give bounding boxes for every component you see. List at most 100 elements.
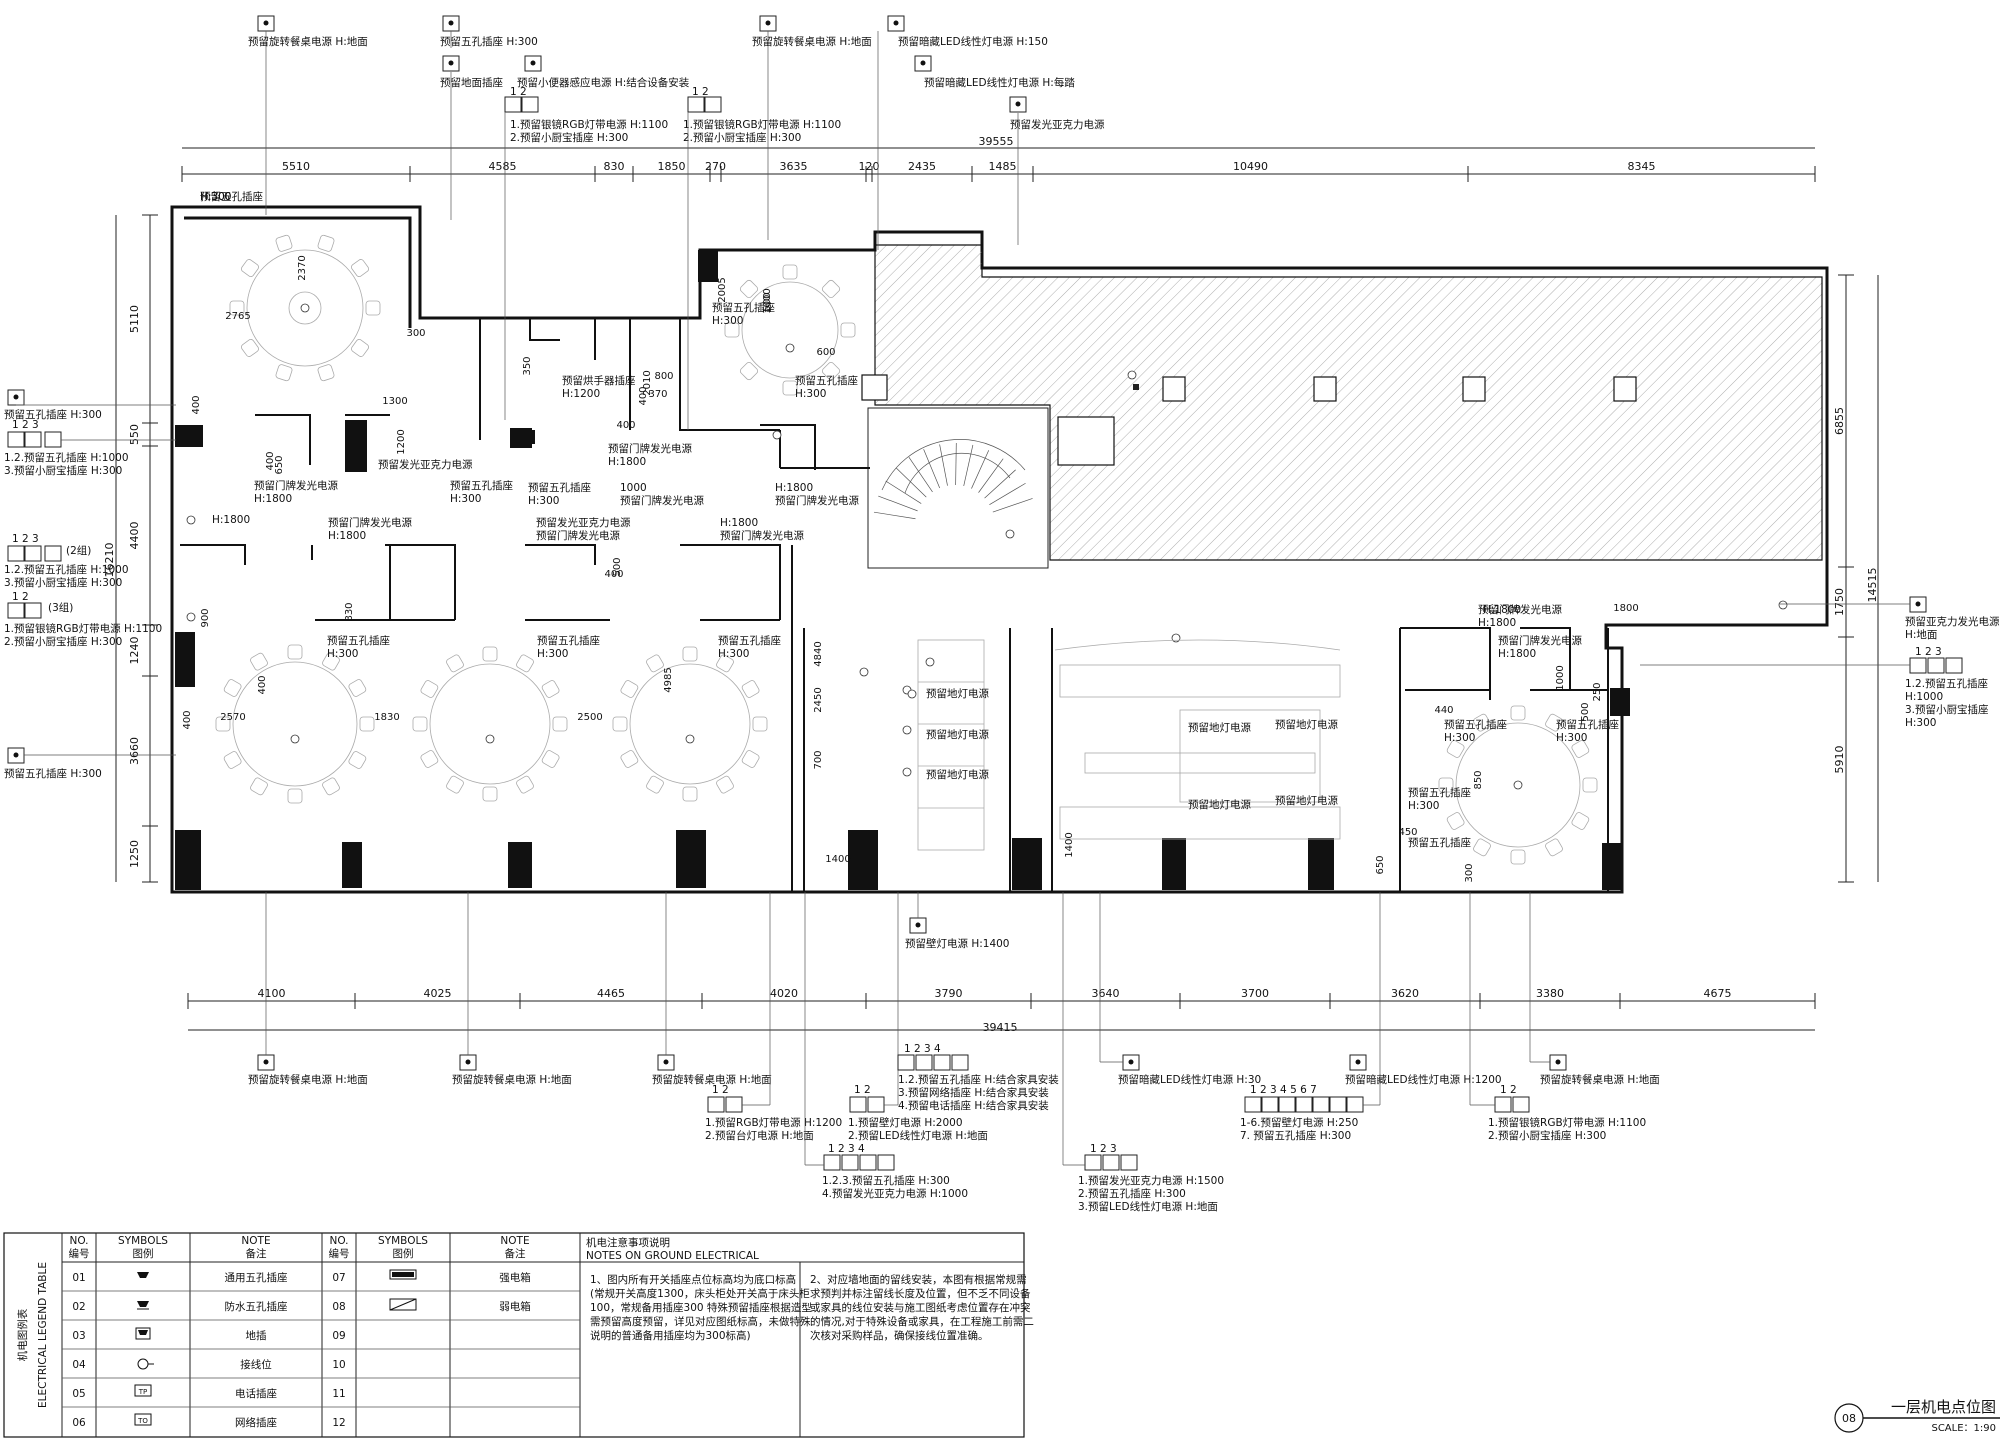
chair <box>741 680 760 698</box>
svg-text:05: 05 <box>72 1388 85 1400</box>
chair <box>250 777 268 796</box>
interior-dim: 450 <box>1398 827 1417 838</box>
svg-text:07: 07 <box>332 1272 345 1284</box>
legend-row: 11 <box>332 1388 345 1400</box>
drawing-title: 一层机电点位图 <box>1891 1398 1996 1416</box>
chair <box>741 750 760 768</box>
chair <box>682 786 698 802</box>
room-label: H:300 <box>528 495 559 507</box>
svg-text:预留暗藏LED线性灯电源 H:150: 预留暗藏LED线性灯电源 H:150 <box>898 35 1048 48</box>
chair <box>739 279 759 299</box>
room-label: 预留门牌发光电源 <box>328 516 412 529</box>
svg-text:1 2 3 4: 1 2 3 4 <box>904 1043 941 1055</box>
chair <box>287 788 303 804</box>
interior-dim: 400 <box>616 420 635 431</box>
interior-dim: 900 <box>200 608 211 627</box>
chair <box>446 775 464 794</box>
svg-text:3.预留LED线性灯电源 H:地面: 3.预留LED线性灯电源 H:地面 <box>1078 1200 1218 1213</box>
chair <box>1446 812 1465 830</box>
junction-marker <box>290 734 300 744</box>
svg-text:1 2: 1 2 <box>12 591 29 603</box>
chair <box>646 775 664 794</box>
svg-text:1.预留壁灯电源 H:2000: 1.预留壁灯电源 H:2000 <box>848 1116 963 1129</box>
interior-dim: 370 <box>648 389 667 400</box>
chair <box>646 654 664 673</box>
room-label: H:300 <box>1408 800 1439 812</box>
room-label: H:300 <box>200 191 231 203</box>
interior-dim: 400 <box>257 675 268 694</box>
chair <box>541 750 560 768</box>
interior-dim: 4985 <box>663 667 674 692</box>
room-labels: 预留五孔插座H:300预留烘手器插座H:1200预留发光亚克力电源预留门牌发光电… <box>200 190 1619 849</box>
chair <box>840 322 856 338</box>
svg-text:(2组): (2组) <box>66 544 91 557</box>
room-label: H:1800 <box>1478 617 1516 629</box>
room-label: H:300 <box>327 648 358 660</box>
svg-text:预留旋转餐桌电源 H:地面: 预留旋转餐桌电源 H:地面 <box>752 35 872 48</box>
junction-marker <box>1005 529 1015 539</box>
top-dim-label: 8345 <box>1628 160 1656 173</box>
chair <box>420 680 439 698</box>
weak-box-icon <box>389 1298 417 1311</box>
interior-dim: 4840 <box>813 641 824 666</box>
interior-dim: 300 <box>1464 863 1475 882</box>
svg-text:1.2.预留五孔插座 H:1000: 1.2.预留五孔插座 H:1000 <box>4 563 129 576</box>
left-dim-label: 3660 <box>128 737 141 765</box>
top-callouts: 预留旋转餐桌电源 H:地面 预留五孔插座 H:300 预留地面插座 预留小便器感… <box>248 15 1105 430</box>
sheet-number: 08 <box>1842 1412 1856 1425</box>
callout-top-4: 预留小便器感应电源 H:结合设备安装 <box>517 55 690 89</box>
room-label: 预留地灯电源 <box>1275 794 1338 807</box>
svg-text:04: 04 <box>72 1359 86 1371</box>
interior-dim: 500 <box>1580 702 1591 721</box>
interior-dim: 500 <box>612 557 623 576</box>
top-dim-label: 1850 <box>658 160 686 173</box>
svg-text:预留旋转餐桌电源 H:地面: 预留旋转餐桌电源 H:地面 <box>248 1073 368 1086</box>
room-label: 预留地灯电源 <box>1275 718 1338 731</box>
chair <box>782 264 798 280</box>
chair <box>482 646 498 662</box>
junction-marker <box>1127 370 1137 380</box>
chair <box>1582 777 1598 793</box>
left-total-dim: 16210 <box>103 543 116 578</box>
room-label: H:300 <box>712 315 743 327</box>
interior-dim: 1000 <box>762 288 773 313</box>
chair <box>412 716 428 732</box>
bottom-dim-label: 3380 <box>1536 987 1564 1000</box>
chair <box>215 716 231 732</box>
room-label: 预留地灯电源 <box>926 687 989 700</box>
svg-text:地插: 地插 <box>246 1329 267 1342</box>
right-dim-label: 1750 <box>1833 588 1846 616</box>
svg-text:10: 10 <box>332 1359 345 1371</box>
chair <box>1510 849 1526 865</box>
svg-text:备注: 备注 <box>505 1247 526 1260</box>
room-label: H:300 <box>1556 732 1587 744</box>
junction-marker <box>685 734 695 744</box>
interior-dim: 850 <box>1473 770 1484 789</box>
chair <box>1510 705 1526 721</box>
chair <box>552 716 568 732</box>
room-label: 预留五孔插座 <box>1556 718 1619 731</box>
chair <box>317 364 335 382</box>
legend-row: 06 TO 网络插座 <box>72 1413 277 1429</box>
legend-side-title-en: ELECTRICAL LEGEND TABLE <box>37 1262 49 1408</box>
interior-dim: 1400 <box>1064 832 1075 857</box>
top-dim-label: 10490 <box>1233 160 1268 173</box>
interior-dim: 300 <box>406 328 425 339</box>
left-dim-label: 1250 <box>128 840 141 868</box>
chair <box>821 279 841 299</box>
bottom-dim-label: 3640 <box>1092 987 1120 1000</box>
svg-text:1.预留银镜RGB灯带电源 H:1100: 1.预留银镜RGB灯带电源 H:1100 <box>4 622 162 635</box>
chair <box>1545 838 1563 857</box>
room-label: H:1800 <box>608 456 646 468</box>
chair <box>420 750 439 768</box>
top-dim-label: 2435 <box>908 160 936 173</box>
chair <box>446 654 464 673</box>
bottom-dim-label: 3790 <box>935 987 963 1000</box>
top-dim-label: 3635 <box>780 160 808 173</box>
svg-text:预留暗藏LED线性灯电源 H:每踏: 预留暗藏LED线性灯电源 H:每踏 <box>924 76 1075 89</box>
callout-top-3: 预留地面插座 <box>440 55 503 220</box>
power-box-icon <box>389 1269 417 1280</box>
phone-socket-icon: TP <box>134 1384 152 1397</box>
svg-text:编号: 编号 <box>69 1247 90 1260</box>
